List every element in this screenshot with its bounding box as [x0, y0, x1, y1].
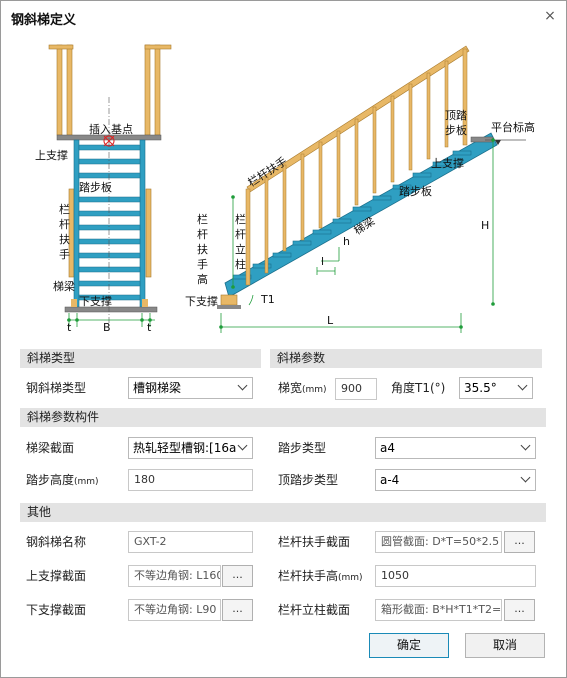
upper-support-section-field: 不等边角钢: L160 [128, 565, 221, 587]
tread-type-label: 踏步类型 [278, 441, 327, 455]
svg-text:扶: 扶 [59, 232, 70, 246]
post-section-browse-button[interactable]: ... [504, 599, 535, 621]
lower-support-section-field: 不等边角钢: L90 [128, 599, 221, 621]
upper-support-browse-button[interactable]: ... [222, 565, 253, 587]
lower-support-section-label: 下支撑截面 [26, 603, 87, 617]
svg-text:扶: 扶 [197, 242, 208, 256]
svg-text:高: 高 [197, 272, 208, 286]
stringer-section-select[interactable]: 热轧轻型槽钢:[16a [128, 437, 253, 459]
svg-text:L: L [327, 314, 334, 327]
svg-text:杆: 杆 [197, 227, 208, 241]
top-tread-type-select[interactable]: a-4 [375, 469, 536, 491]
svg-text:h: h [343, 235, 350, 248]
handrail-section-field: 圆管截面: D*T=50*2.5 [375, 531, 502, 553]
handrail-height-input[interactable]: 1050 [375, 565, 536, 587]
side-view: 顶踏 步板 平台标高 上支撑 栏杆扶手 踏步板 梯梁 栏 杆 扶 手 高 栏 杆… [185, 45, 535, 333]
lower-support-label: 下支撑 [79, 294, 112, 308]
title-bar: 钢斜梯定义 × [1, 1, 566, 33]
chevron-down-icon [517, 380, 528, 391]
ladder-diagram: 插入基点 上支撑 踏步板 栏 杆 扶 手 梯梁 下支撑 t B t [35, 44, 535, 334]
ladder-name-input[interactable]: GXT-2 [128, 531, 253, 553]
upper-support-label: 上支撑 [35, 148, 68, 162]
svg-text:手: 手 [59, 247, 70, 261]
width-label: 梯宽(mm) [278, 381, 327, 395]
tread-label-side: 踏步板 [399, 184, 432, 198]
front-view: 插入基点 上支撑 踏步板 栏 杆 扶 手 梯梁 下支撑 t B t [35, 44, 172, 334]
svg-text:手: 手 [197, 257, 208, 271]
handrail-section-label: 栏杆扶手截面 [278, 535, 351, 549]
svg-text:栏: 栏 [197, 212, 208, 226]
post-section-field: 箱形截面: B*H*T1*T2=2 [375, 599, 502, 621]
chevron-down-icon [237, 440, 248, 451]
lower-support-label-side: 下支撑 [185, 294, 218, 308]
section-ladder-type: 斜梯类型 [20, 349, 261, 368]
section-other: 其他 [20, 503, 546, 522]
tread-type-select[interactable]: a4 [375, 437, 536, 459]
svg-text:杆: 杆 [59, 217, 70, 231]
chevron-down-icon [520, 440, 531, 451]
insert-point-label: 插入基点 [89, 122, 133, 136]
ok-button[interactable]: 确定 [369, 633, 449, 658]
angle-select[interactable]: 35.5° [459, 377, 533, 399]
chevron-down-icon [237, 380, 248, 391]
upper-support-label-side: 上支撑 [431, 156, 464, 170]
svg-text:H: H [481, 219, 489, 232]
section-ladder-params: 斜梯参数 [270, 349, 542, 368]
svg-text:栏: 栏 [235, 212, 246, 226]
upper-support-section-label: 上支撑截面 [26, 569, 87, 583]
svg-text:栏: 栏 [59, 202, 70, 216]
stringer-label-front: 梯梁 [53, 279, 75, 293]
tread-height-label: 踏步高度(mm) [26, 473, 99, 487]
svg-text:B: B [103, 321, 111, 334]
svg-text:步板: 步板 [445, 123, 467, 137]
svg-text:柱: 柱 [235, 257, 246, 271]
lower-support-browse-button[interactable]: ... [222, 599, 253, 621]
svg-text:杆: 杆 [235, 227, 246, 241]
svg-text:l: l [321, 255, 324, 268]
section-components: 斜梯参数构件 [20, 408, 546, 427]
top-tread-type-label: 顶踏步类型 [278, 473, 339, 487]
stringer-section-label: 梯梁截面 [26, 441, 75, 455]
dialog-title: 钢斜梯定义 [11, 13, 77, 28]
close-icon[interactable]: × [544, 8, 556, 24]
svg-text:顶踏: 顶踏 [445, 108, 467, 122]
svg-text:立: 立 [235, 242, 246, 256]
post-section-label: 栏杆立柱截面 [278, 603, 351, 617]
chevron-down-icon [520, 472, 531, 483]
ladder-name-label: 钢斜梯名称 [26, 535, 87, 549]
platform-elev-label: 平台标高 [491, 120, 535, 134]
width-input[interactable]: 900 [335, 378, 377, 400]
angle-label: 角度T1(°) [391, 381, 446, 395]
handrail-section-browse-button[interactable]: ... [504, 531, 535, 553]
svg-text:T1: T1 [260, 293, 275, 306]
tread-height-input[interactable]: 180 [128, 469, 253, 491]
svg-text:t: t [67, 321, 72, 334]
ladder-type-select[interactable]: 槽钢梯梁 [128, 377, 253, 399]
handrail-height-label: 栏杆扶手高(mm) [278, 569, 363, 583]
svg-text:t: t [147, 321, 152, 334]
ladder-type-label: 钢斜梯类型 [26, 381, 87, 395]
cancel-button[interactable]: 取消 [465, 633, 545, 658]
tread-label-front: 踏步板 [79, 180, 112, 194]
